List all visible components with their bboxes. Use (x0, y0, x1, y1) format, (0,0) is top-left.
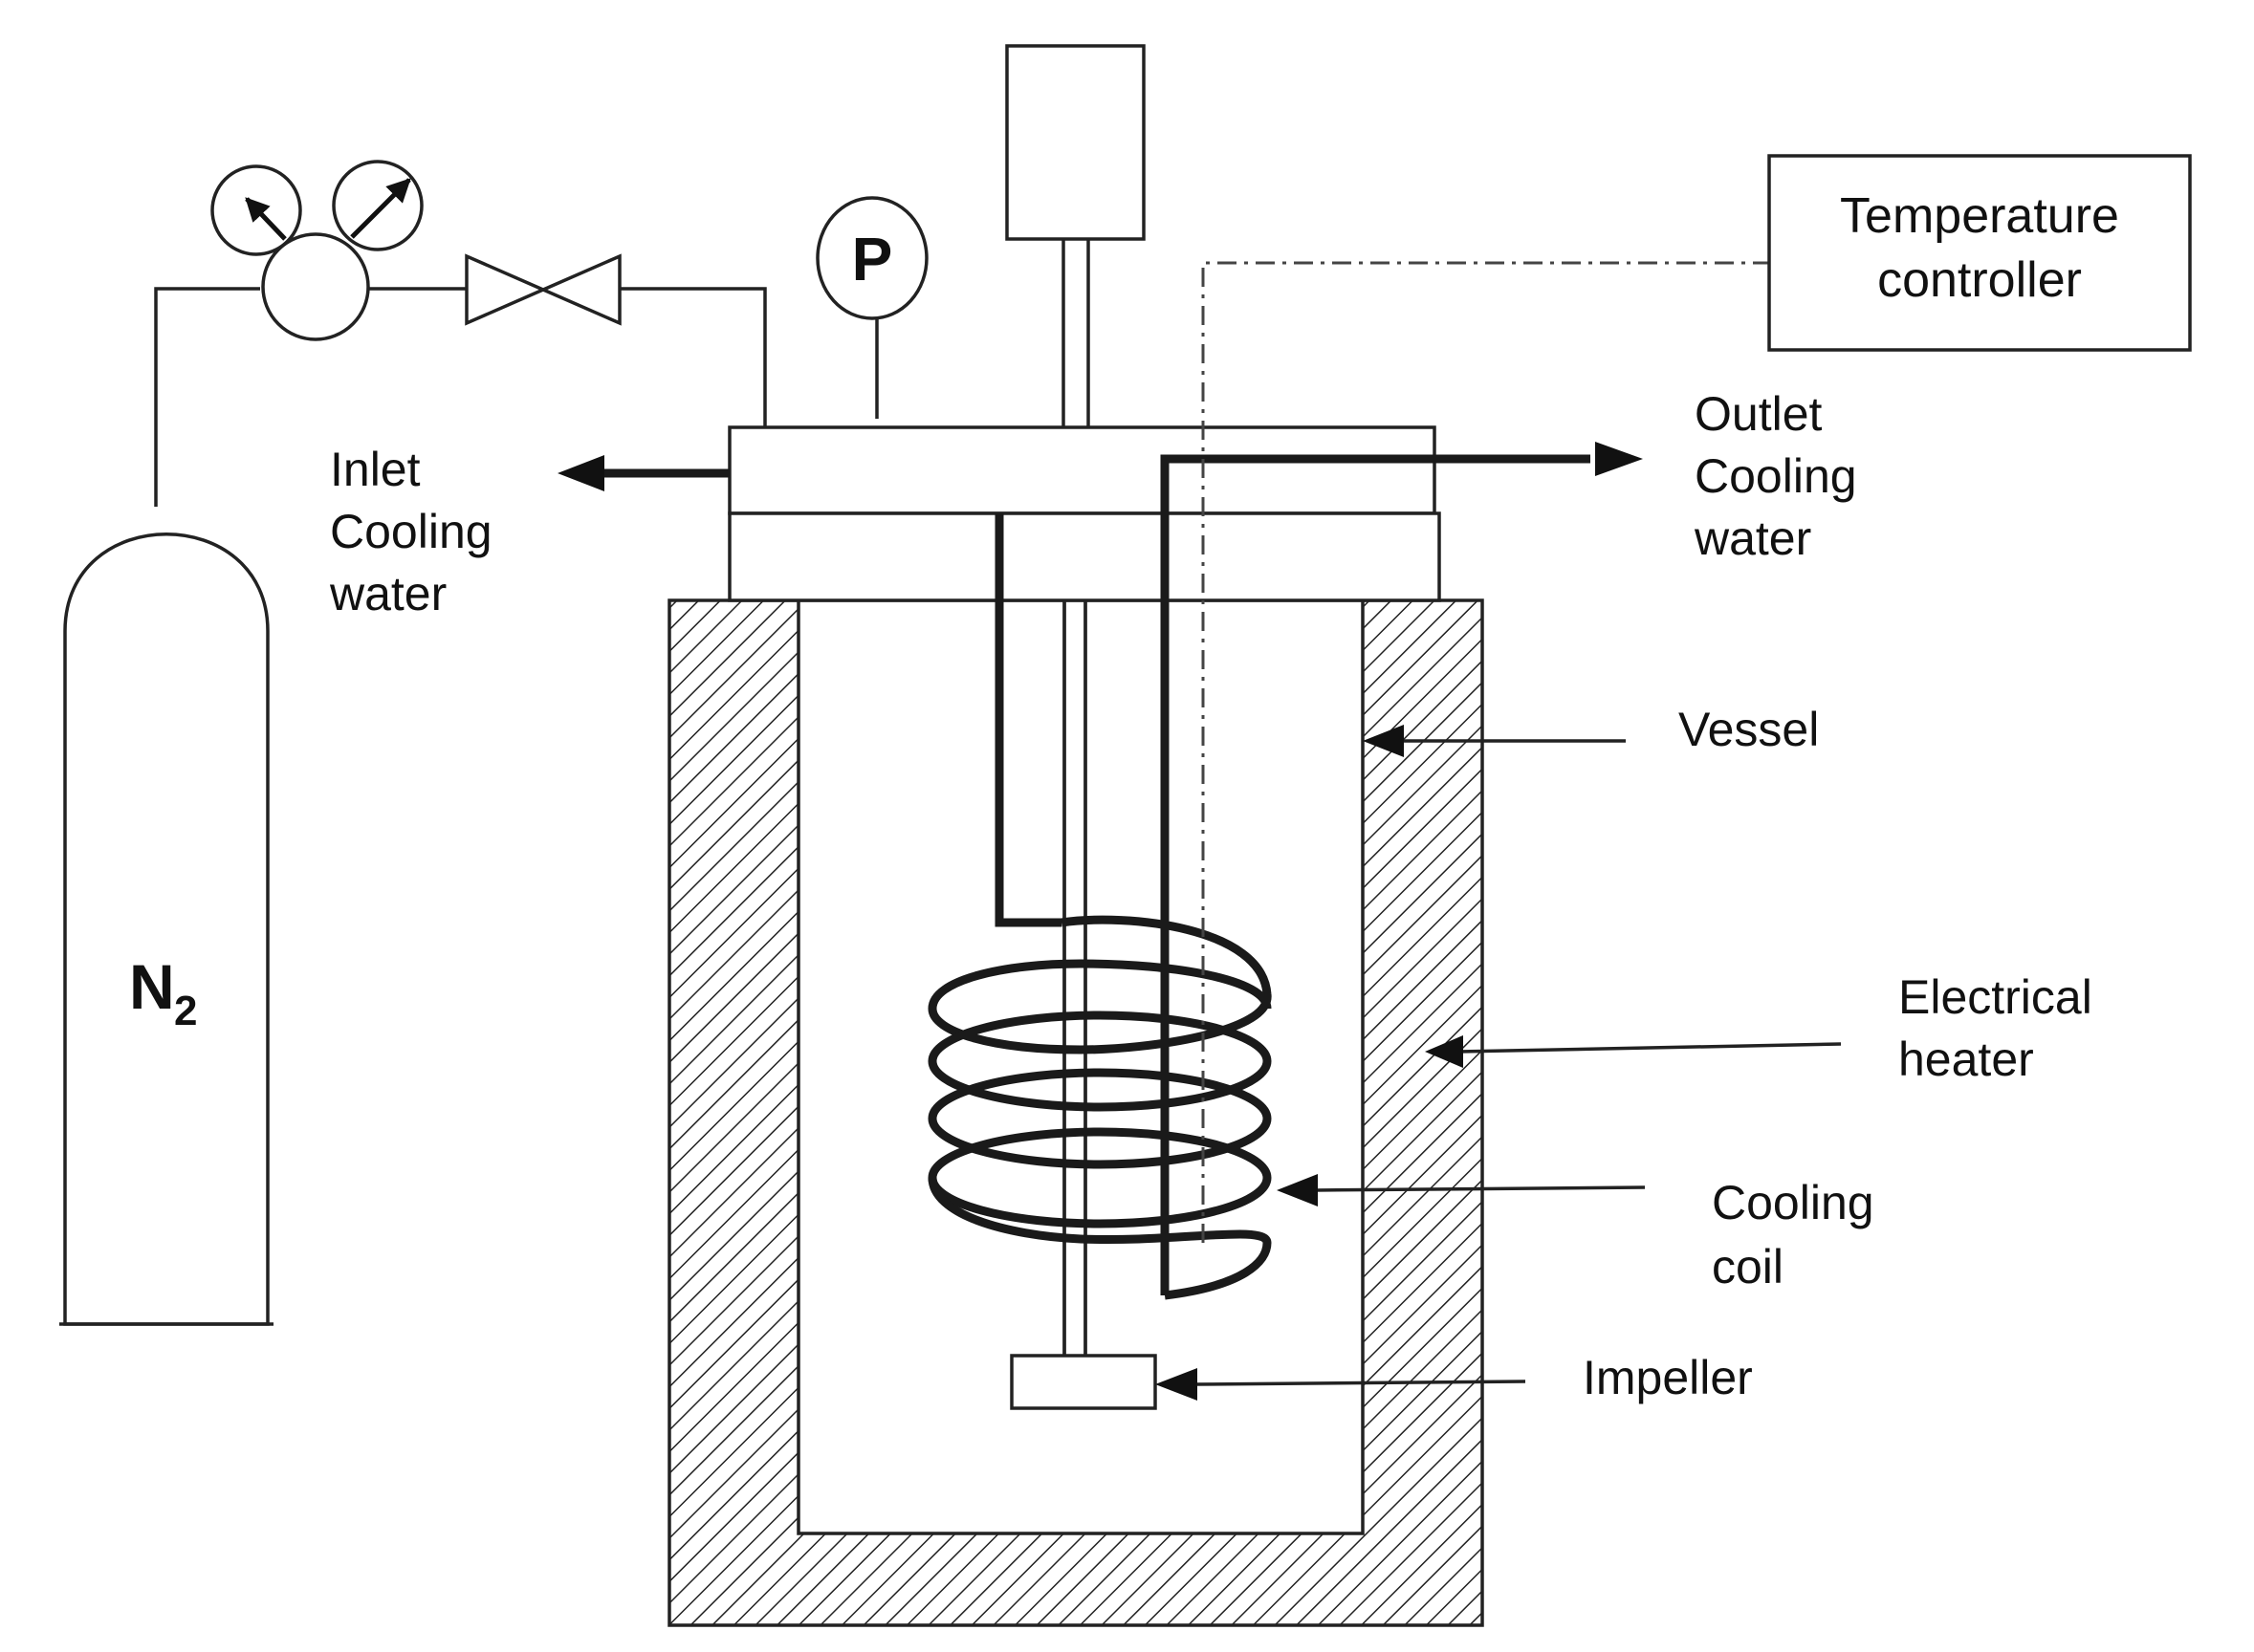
inlet-label-line2: Cooling (330, 505, 492, 558)
inlet-label-line1: Inlet (330, 443, 421, 496)
inlet-label-line3: water (329, 567, 447, 620)
outlet-arrow-head (1595, 442, 1643, 476)
nitrogen-cylinder: N 2 (59, 533, 274, 1326)
feed-line (620, 287, 767, 427)
impeller-label: Impeller (1583, 1351, 1753, 1404)
needle-valve (465, 253, 622, 326)
gas-subscript: 2 (174, 988, 197, 1034)
inlet-cooling-arrow (558, 455, 730, 491)
outlet-label-line3: water (1694, 511, 1811, 565)
cooling-coil (928, 442, 1643, 1300)
pressure-regulator (210, 160, 424, 341)
vessel-lid-lower (728, 511, 1441, 602)
label-pointers (1155, 725, 1842, 1401)
pressure-gauge: P (816, 196, 929, 419)
regulator-gauge-right (332, 160, 424, 251)
coil-label-line2: coil (1712, 1240, 1784, 1293)
vessel-heater-jacket (667, 598, 1484, 1627)
outlet-label-line2: Cooling (1695, 449, 1857, 503)
outlet-label-line1: Outlet (1695, 387, 1823, 441)
heater-label-line2: heater (1898, 1032, 2034, 1086)
temp-controller-line2: controller (1877, 252, 2082, 308)
impeller (1010, 1354, 1157, 1410)
thermocouple-line (1201, 261, 1769, 1243)
vessel-label: Vessel (1678, 703, 1819, 756)
temp-controller-line1: Temperature (1840, 188, 2119, 244)
temperature-controller: Temperature controller (1767, 154, 2192, 352)
coil-label-line1: Cooling (1712, 1176, 1874, 1229)
stirrer-motor (1005, 44, 1146, 241)
vessel-lid-upper (728, 425, 1436, 515)
heater-label-line1: Electrical (1898, 970, 2092, 1024)
gas-line (154, 287, 260, 507)
pressure-gauge-label: P (852, 225, 893, 293)
gas-label: N (129, 951, 175, 1022)
